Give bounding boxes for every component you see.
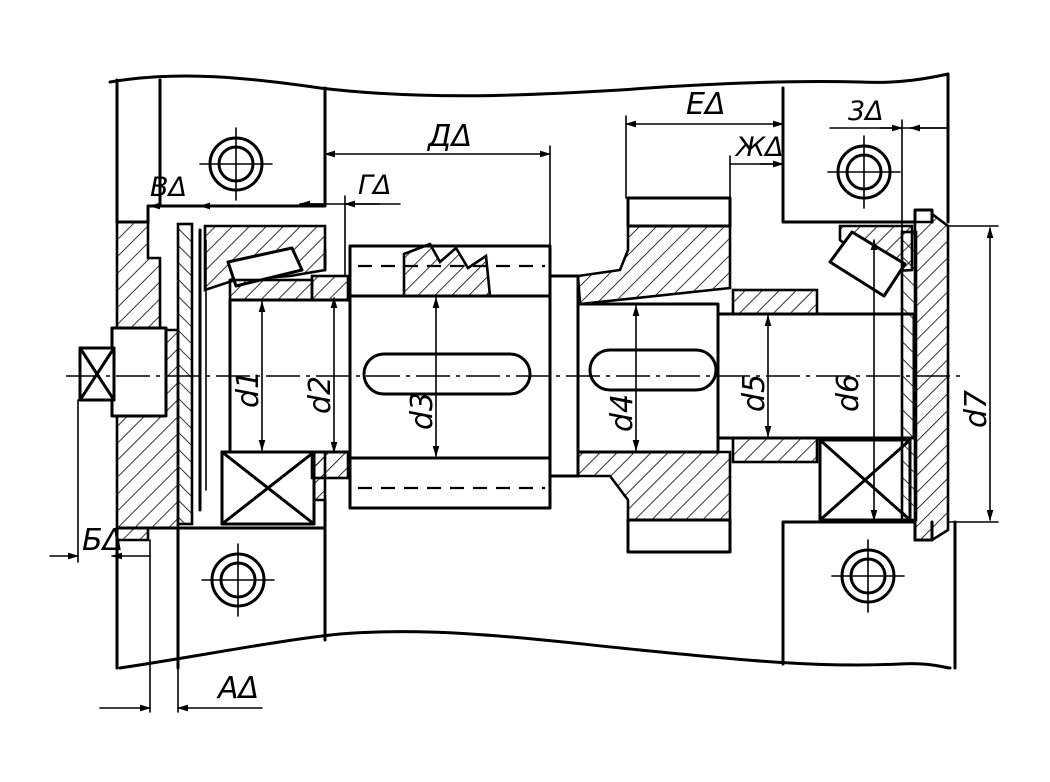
dim-label-b: БΔ (82, 523, 123, 558)
dim-label-a: AΔ (216, 671, 259, 706)
diameter-label-d6: d6 (831, 374, 866, 412)
bolt-bottom-left (201, 543, 275, 617)
dim-label-zh: ЖΔ (734, 132, 784, 163)
dim-label-v: BΔ (150, 172, 187, 203)
diameter-label-d7: d7 (959, 390, 994, 428)
bolt-bottom-right (831, 539, 905, 613)
dimension-lines (49, 115, 999, 713)
diameter-label-d3: d3 (405, 392, 440, 430)
right-end-cap (900, 211, 950, 542)
pinion-gear (348, 242, 552, 510)
dim-label-z: 3Δ (848, 96, 884, 127)
diameter-label-d2: d2 (303, 376, 338, 414)
gear-wheel (576, 196, 732, 554)
diameter-label-d1: d1 (231, 370, 266, 408)
bolt-top-right (827, 135, 901, 209)
dim-label-g: ГΔ (358, 170, 392, 201)
bolt-top-left (199, 127, 273, 201)
dim-label-e: EΔ (686, 87, 725, 122)
diameter-label-d4: d4 (605, 394, 640, 432)
diameter-label-d5: d5 (737, 374, 772, 412)
shaft-end-square (78, 326, 168, 418)
dim-label-d: ДΔ (426, 119, 472, 154)
